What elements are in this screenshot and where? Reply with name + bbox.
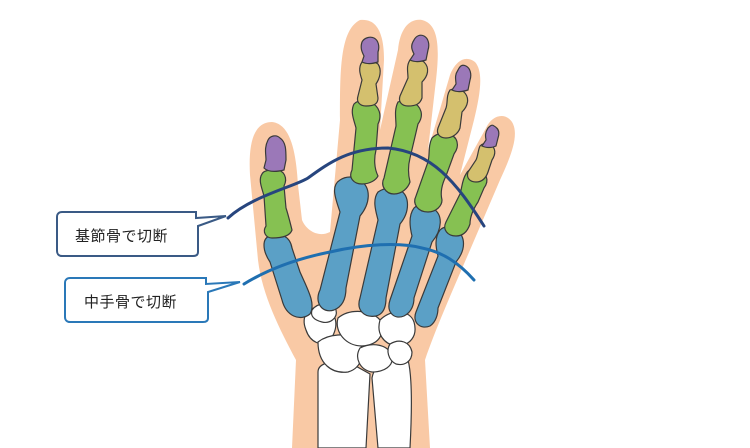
- proximal-phalanx-index: [350, 100, 381, 185]
- callout-proximal-phalanx: [56, 211, 227, 257]
- carpal-capitate: [336, 310, 383, 347]
- callout-metacarpal: [64, 277, 241, 323]
- metacarpal-thumb: [263, 233, 313, 319]
- middle-phalanx-index: [356, 60, 381, 107]
- distal-phalanges: [263, 34, 500, 172]
- forearm-bones: [317, 356, 412, 448]
- distal-phalanx-index: [360, 36, 380, 65]
- distal-phalanx-middle: [409, 34, 430, 63]
- callout-proximal-box: [56, 211, 227, 257]
- callout-proximal-label: 基節骨で切断: [75, 227, 169, 245]
- metacarpal-bones: [263, 176, 465, 328]
- proximal-phalanx-cut-line: [226, 146, 486, 228]
- carpal-triquetrum: [387, 340, 413, 366]
- middle-phalanx-middle: [398, 58, 429, 107]
- distal-phalanx-thumb: [263, 135, 287, 172]
- proximal-phalanges: [259, 99, 488, 239]
- distal-phalanx-ring: [451, 64, 472, 93]
- callout-metacarpal-label: 中手骨で切断: [84, 293, 178, 311]
- distal-phalanx-little: [481, 124, 500, 149]
- middle-phalanges: [356, 58, 496, 183]
- carpal-lunate: [357, 344, 393, 373]
- radius-bone: [317, 361, 371, 448]
- carpal-bones: [303, 303, 416, 373]
- callout-metacarpal-box: [64, 277, 241, 323]
- metacarpal-cut-line: [242, 243, 476, 286]
